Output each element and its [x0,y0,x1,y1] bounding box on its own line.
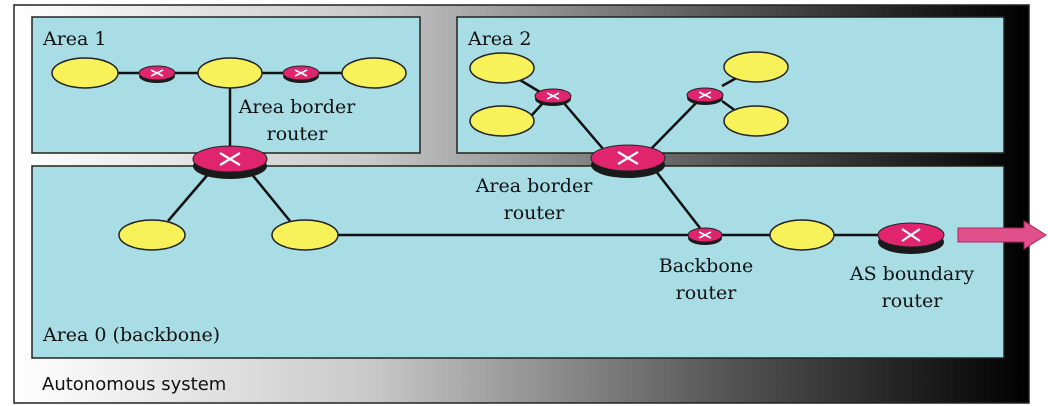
area-1-label: Area 1 [42,28,107,50]
area-1-border-router-label-line2: router [267,123,329,145]
area-1-border-router-label-line1: Area border [238,96,357,118]
router-x-icon [294,69,308,77]
area-2-box: Area 2 [456,16,1005,154]
external-arrow-icon [957,220,1047,250]
area-2-border-router-label-line2: router [504,202,566,224]
network-oval-icon [197,57,263,89]
area-0-box: Area 0 (backbone) [31,165,1005,359]
link [649,101,698,151]
links [118,71,880,237]
link [562,101,605,151]
router-x-icon [617,151,639,165]
link [654,169,701,229]
network-oval-icon [341,57,407,89]
network-oval-icon [769,219,835,251]
area-2-label: Area 2 [467,28,532,50]
router-small [282,65,320,83]
networks [51,51,835,251]
autonomous-system-label: Autonomous system [42,374,226,395]
network-oval-icon [469,52,535,84]
router-x-icon [150,69,164,77]
as-boundary-router-label-line1: AS boundary [849,263,974,285]
link [531,103,543,116]
router-small [138,65,176,83]
network-oval-icon [723,51,789,83]
network-oval-icon [51,57,119,89]
backbone-router [687,227,723,245]
network-oval-icon [118,219,186,251]
router-x-icon [546,92,560,100]
network-oval-icon [723,105,789,137]
area-2-border-router [590,144,666,178]
link [519,78,541,94]
network-oval-icon [271,219,339,251]
backbone-router-label-line1: Backbone [659,255,754,277]
router-x-icon [219,152,241,166]
as-boundary-router [877,222,945,254]
router-x-icon [901,228,921,242]
as-boundary-router-label-line2: router [882,290,944,312]
area-0-label: Area 0 (backbone) [42,324,220,346]
link [249,171,291,222]
area-2-border-router-label-line1: Area border [475,175,594,197]
router-x-icon [698,231,712,239]
router-x-icon [698,91,712,99]
area-1-border-router [192,145,268,179]
backbone-router-label-line2: router [676,282,738,304]
router-small [686,87,724,105]
link [167,171,211,222]
router-small [534,88,572,106]
network-oval-icon [469,105,535,137]
